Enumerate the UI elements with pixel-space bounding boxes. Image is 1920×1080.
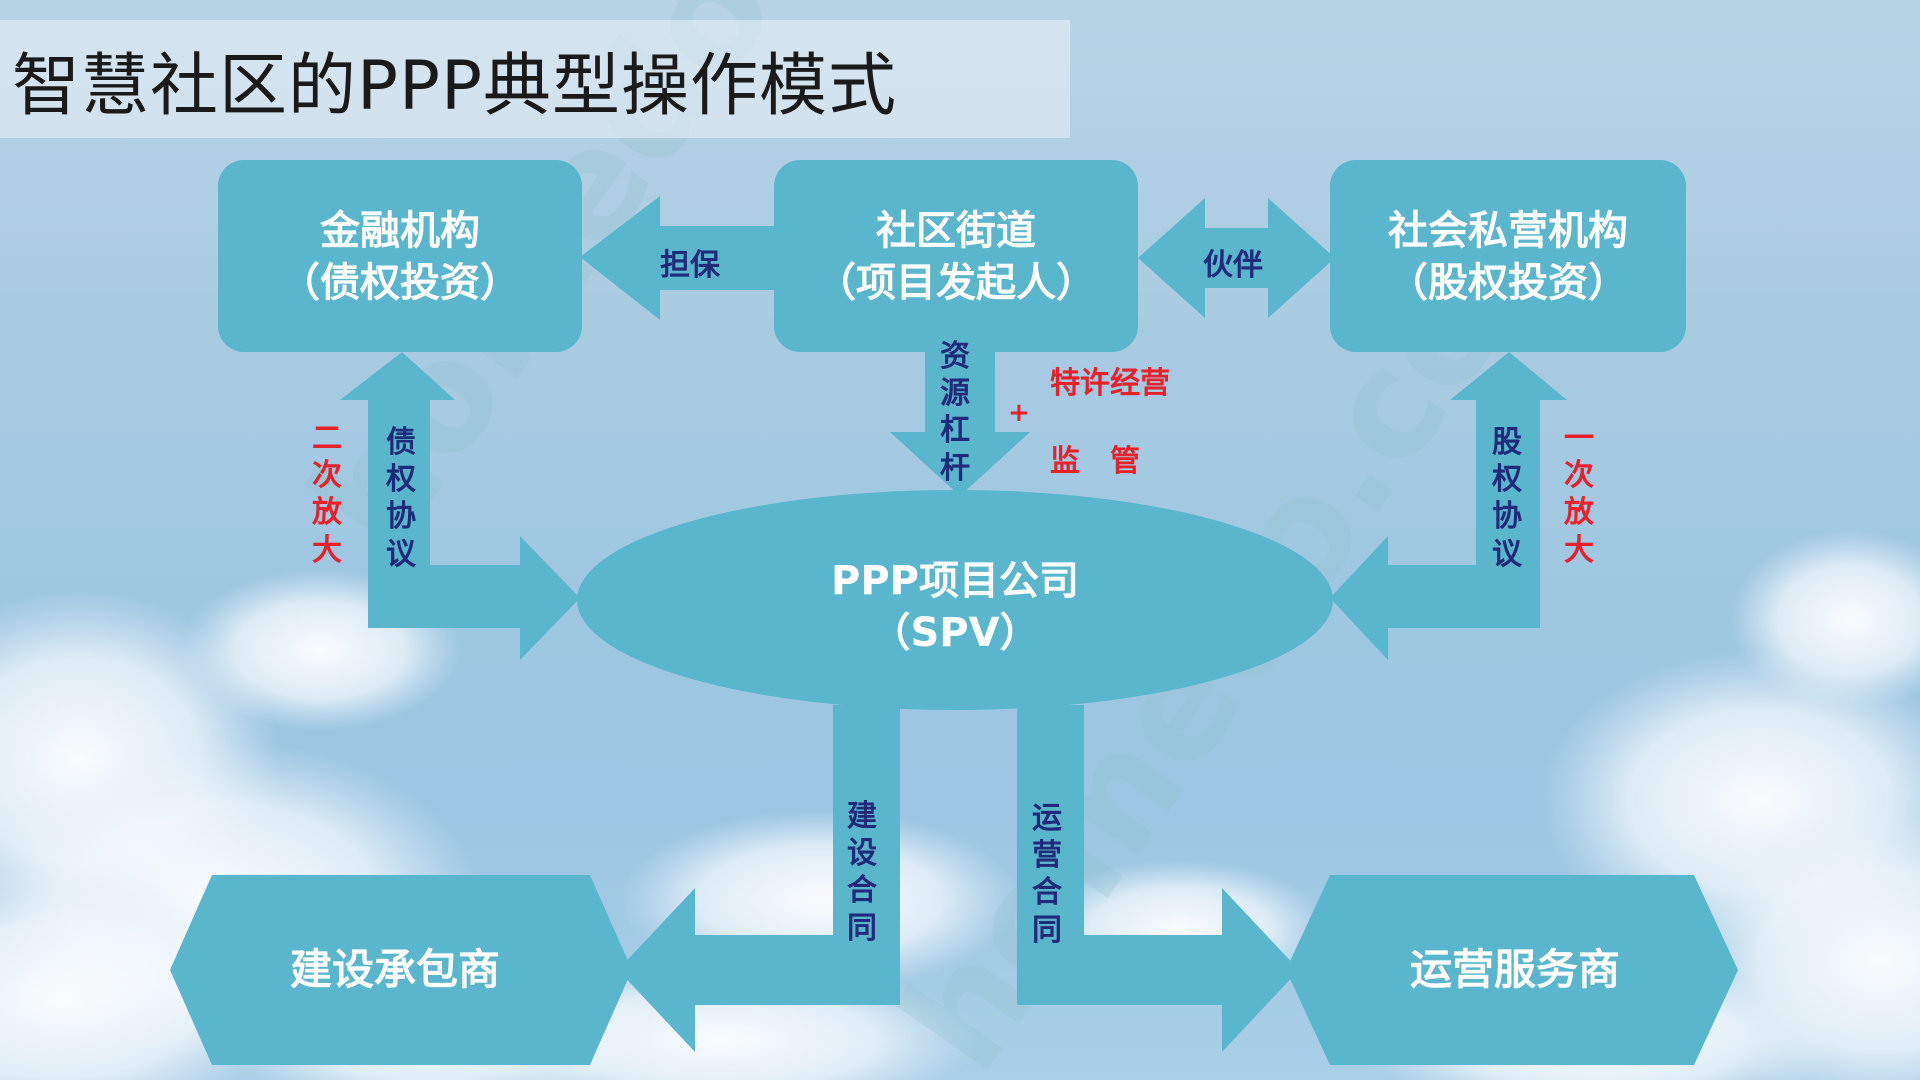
spv-node-abbr: （SPV） — [870, 610, 1040, 656]
debt-agreement-label: 债 权 协 议 — [386, 425, 416, 572]
guarantee-arrow — [580, 196, 776, 320]
contractor-node: 建设承包商 — [289, 945, 500, 994]
construction-contract-label: 建 设 合 同 — [847, 799, 877, 946]
spv-node: PPP项目公司 （SPV） — [680, 555, 1230, 659]
supervision-label: 监 管 — [1050, 444, 1140, 479]
community-node-name: 社区街道 — [876, 208, 1036, 254]
debt-agreement-arrow — [340, 352, 580, 660]
finance-node-role: （债权投资） — [280, 260, 520, 306]
resource-leverage-label: 资 源 杠 杆 — [940, 339, 970, 486]
partner-label: 伙伴 — [1203, 248, 1263, 283]
spv-ellipse — [577, 490, 1333, 710]
community-node: 社区街道 （项目发起人） — [774, 205, 1138, 309]
guarantee-label: 担保 — [660, 248, 720, 283]
operation-contract-label: 运 营 合 同 — [1032, 801, 1062, 948]
finance-node-name: 金融机构 — [320, 208, 480, 254]
private-node: 社会私营机构 （股权投资） — [1330, 205, 1686, 309]
plus-sign: + — [1008, 398, 1030, 428]
page-title: 智慧社区的PPP典型操作模式 — [12, 47, 898, 126]
equity-agreement-label: 股 权 协 议 — [1492, 425, 1522, 572]
private-node-role: （股权投资） — [1388, 260, 1628, 306]
spv-node-name: PPP项目公司 — [831, 558, 1079, 604]
construction-contract-arrow — [618, 705, 900, 1052]
community-node-role: （项目发起人） — [816, 260, 1096, 306]
secondary-amplify-label: 二 次 放 大 — [312, 421, 342, 568]
resource-leverage-arrow — [890, 348, 1030, 496]
title-bar — [0, 20, 1070, 138]
primary-amplify-label: 一 次 放 大 — [1564, 421, 1594, 568]
equity-agreement-arrow — [1330, 352, 1567, 660]
finance-box — [218, 160, 582, 352]
operation-contract-arrow — [1017, 705, 1299, 1052]
contractor-hexagon — [170, 875, 632, 1065]
private-node-name: 社会私营机构 — [1388, 208, 1628, 254]
franchise-label: 特许经营 — [1050, 366, 1170, 401]
operator-hexagon — [1286, 875, 1738, 1065]
community-box — [774, 160, 1138, 352]
finance-node: 金融机构 （债权投资） — [218, 205, 582, 309]
private-box — [1330, 160, 1686, 352]
partner-arrow — [1138, 198, 1335, 318]
operator-node: 运营服务商 — [1409, 945, 1620, 994]
